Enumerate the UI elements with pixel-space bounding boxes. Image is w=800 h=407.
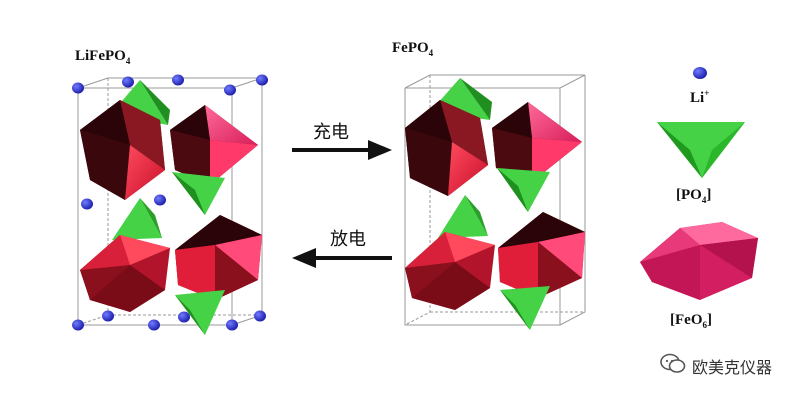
- li-ion: [72, 319, 84, 331]
- lifepo4-title: LiFePO4: [75, 48, 131, 66]
- li-ion: [72, 82, 84, 94]
- li-ion-legend-icon: [693, 67, 707, 79]
- po4-legend-icon: [657, 122, 745, 178]
- feo6-octahedron: [405, 232, 495, 310]
- li-ion: [122, 76, 134, 88]
- fepo4-structure: [404, 74, 586, 330]
- feo6-octahedron: [175, 215, 262, 300]
- wechat-icon: [660, 353, 686, 379]
- po4-tetrahedron: [172, 172, 225, 215]
- discharge-arrow: [292, 248, 392, 268]
- po4-tetrahedron: [175, 290, 225, 335]
- li-ion: [226, 319, 238, 331]
- li-ion: [148, 319, 160, 331]
- po4-tetrahedron: [497, 168, 550, 212]
- lifepo4-structure: [72, 74, 268, 335]
- li-legend-label: Li+: [690, 88, 710, 106]
- feo6-octahedron: [498, 212, 585, 298]
- watermark: 欧美克仪器: [660, 353, 772, 379]
- li-ion: [81, 198, 93, 210]
- feo6-octahedron: [80, 235, 170, 312]
- li-ion: [224, 84, 236, 96]
- po4-legend-label: [PO4]: [676, 187, 712, 205]
- li-ions-left: [72, 74, 268, 331]
- feo6-legend-label: [FeO6]: [670, 312, 712, 330]
- fepo4-title: FePO4: [392, 40, 434, 58]
- watermark-text: 欧美克仪器: [691, 358, 772, 377]
- li-ion: [256, 74, 268, 86]
- po4-tetrahedron: [500, 286, 550, 330]
- feo6-octahedron: [405, 100, 488, 196]
- feo6-legend-icon: [640, 222, 758, 300]
- po4-tetrahedron: [438, 195, 488, 238]
- feo6-octahedron: [170, 105, 258, 185]
- discharge-label: 放电: [330, 229, 366, 250]
- li-ion: [178, 311, 190, 323]
- li-ion: [254, 310, 266, 322]
- po4-tetrahedron: [112, 198, 162, 240]
- legend: [640, 67, 758, 300]
- charge-label: 充电: [313, 122, 349, 143]
- li-ion: [154, 194, 166, 206]
- li-ion: [172, 74, 184, 86]
- unit-cell-box-right: [404, 74, 586, 326]
- li-ion: [102, 310, 114, 322]
- charge-arrow: [292, 140, 392, 160]
- feo6-octahedron: [80, 100, 165, 200]
